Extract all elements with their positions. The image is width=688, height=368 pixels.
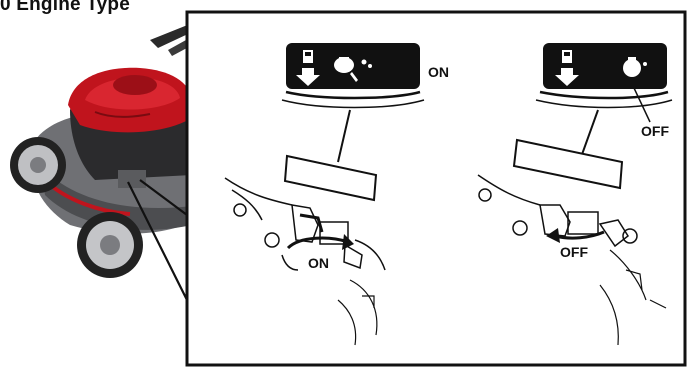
decal-on-label: ON: [428, 64, 449, 80]
off-label-plate: [512, 138, 624, 190]
on-label-plate: [283, 154, 378, 202]
lever-on-label: ON: [308, 255, 329, 271]
on-panel: ON ON: [224, 43, 449, 346]
zoom-leader-line-upper: [139, 179, 188, 216]
lawn-mower-illustration: [10, 20, 205, 278]
down-arrow-icon-off: [555, 68, 579, 86]
on-direction-arrow: [342, 234, 354, 250]
off-panel: OFF OFF: [477, 43, 673, 346]
off-direction-arrow: [546, 228, 560, 243]
page-title: 0 Engine Type: [0, 0, 130, 15]
lever-off-label: OFF: [560, 244, 588, 260]
down-arrow-icon: [296, 68, 320, 86]
decal-off-label: OFF: [641, 123, 669, 139]
fuel-pump-icon: [303, 50, 313, 63]
off-decal: [543, 43, 667, 89]
zoom-leader-line-lower: [127, 181, 188, 301]
fuel-pump-icon-off: [562, 50, 572, 63]
valve-icon-off: [623, 59, 641, 77]
